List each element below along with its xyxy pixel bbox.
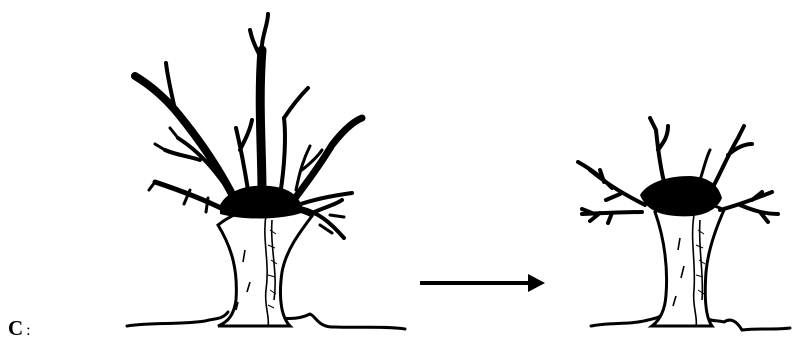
shoot-left <box>578 162 645 205</box>
arrow-head <box>528 274 545 292</box>
shoot-right <box>720 192 778 222</box>
tree-before-pruning <box>127 14 405 329</box>
shoot-left-low <box>582 209 642 223</box>
pollard-knuckle <box>640 176 722 216</box>
transformation-arrow <box>420 274 545 292</box>
trunk-right <box>652 203 724 326</box>
shoot-center <box>650 118 668 182</box>
branch-right-upper <box>280 88 308 195</box>
branch-center-left <box>236 120 252 190</box>
shoot-center-right <box>700 150 710 180</box>
tree-after-pollarding <box>578 118 790 330</box>
branch-tall-center <box>260 50 262 192</box>
branch-left-low <box>155 182 225 210</box>
shoot-right-up <box>714 126 752 185</box>
